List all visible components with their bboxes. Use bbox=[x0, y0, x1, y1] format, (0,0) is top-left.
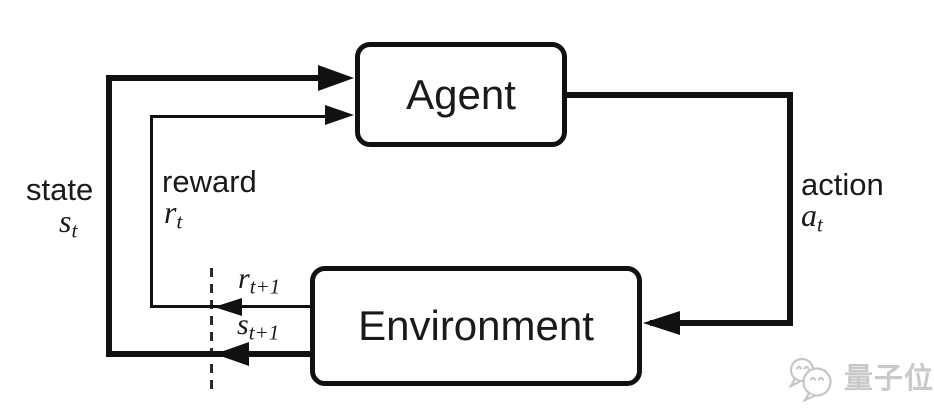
environment-node: Environment bbox=[310, 266, 642, 386]
action-label: action bbox=[801, 167, 884, 202]
state-line-bottom-horizontal bbox=[110, 351, 310, 357]
reward-line-vertical bbox=[150, 115, 153, 308]
watermark-text: 量子位 bbox=[844, 362, 934, 395]
next-state-arrowhead-icon bbox=[215, 342, 249, 366]
reward-line-top-horizontal bbox=[150, 115, 326, 118]
reward-label: reward bbox=[162, 164, 257, 199]
state-symbol: st bbox=[59, 203, 78, 243]
state-arrowhead-icon bbox=[318, 65, 354, 91]
next-reward-arrowhead-icon bbox=[214, 298, 242, 316]
action-arrowhead-icon bbox=[643, 311, 680, 335]
action-symbol: at bbox=[801, 197, 823, 237]
state-line-top-horizontal bbox=[106, 75, 322, 81]
reward-symbol: rt bbox=[164, 194, 183, 234]
action-line-vertical bbox=[787, 92, 793, 326]
watermark: 量子位 bbox=[786, 356, 934, 402]
state-label: state bbox=[26, 172, 94, 207]
environment-node-label: Environment bbox=[358, 302, 594, 349]
agent-node-label: Agent bbox=[406, 70, 516, 118]
action-line-top-horizontal bbox=[565, 92, 793, 98]
agent-node: Agent bbox=[355, 42, 567, 147]
state-line-vertical bbox=[106, 75, 112, 357]
next-state-symbol: st+1 bbox=[237, 308, 280, 345]
next-reward-symbol: rt+1 bbox=[238, 262, 281, 299]
chat-bubbles-logo-icon bbox=[788, 357, 832, 402]
timestep-boundary-dashed-line bbox=[210, 268, 213, 394]
reward-arrowhead-icon bbox=[325, 105, 354, 125]
action-line-bottom-horizontal bbox=[650, 320, 793, 326]
